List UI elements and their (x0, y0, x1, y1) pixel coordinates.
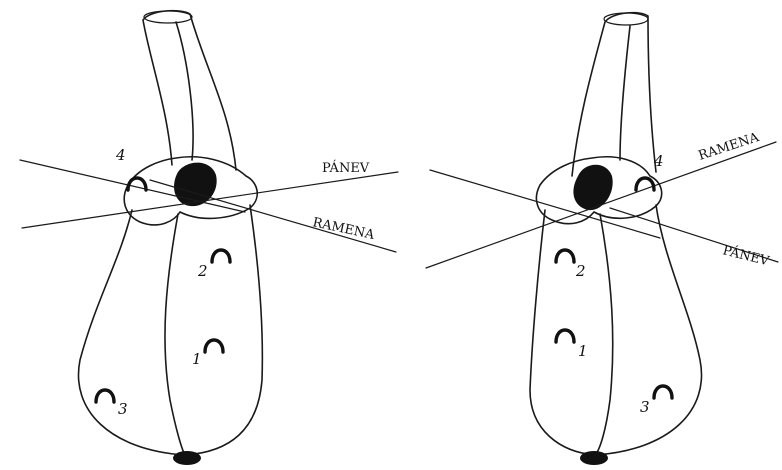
right-hoof-1-icon (556, 330, 574, 342)
left-hoof-3-number: 3 (118, 400, 128, 418)
right-hoof-4-number: 4 (653, 152, 664, 170)
left-horse-figure: PÁNEV RAMENA 4 2 1 3 (20, 11, 398, 465)
right-hoof-4-icon (636, 178, 654, 190)
right-hoof-3-icon (654, 386, 672, 398)
left-shoulders-label: RAMENA (311, 215, 376, 243)
right-tail (580, 451, 608, 465)
right-neck-outline (572, 13, 656, 176)
right-neck-top-ellipse (604, 13, 648, 25)
right-hoof-2-number: 2 (575, 262, 586, 280)
left-body-left-half (78, 210, 185, 455)
right-hoof-3-number: 3 (640, 398, 650, 416)
left-hoof-2-number: 2 (197, 262, 208, 280)
right-reference-line-a (430, 170, 660, 238)
left-hoof-1-number: 1 (192, 350, 202, 368)
right-hoof-2-icon (556, 250, 574, 262)
left-tail (173, 451, 201, 465)
right-body-center-line (595, 214, 613, 455)
right-pelvis-label: PÁNEV (721, 242, 771, 269)
left-hoof-2-icon (212, 250, 230, 262)
left-hoof-1-icon (205, 340, 223, 352)
right-hoof-1-number: 1 (578, 342, 588, 360)
left-neck-outline (143, 11, 236, 170)
left-neck-top-ellipse (144, 11, 192, 23)
left-hoof-4-number: 4 (115, 146, 126, 164)
left-body-center-line (165, 214, 185, 455)
left-pelvis-label: PÁNEV (322, 160, 370, 176)
left-body-right-half (185, 205, 262, 455)
left-hoof-3-icon (96, 390, 114, 402)
right-body-right-half (595, 205, 702, 455)
right-horse-figure: RAMENA PÁNEV 4 2 1 3 (426, 13, 778, 465)
right-body-left-half (530, 210, 595, 455)
